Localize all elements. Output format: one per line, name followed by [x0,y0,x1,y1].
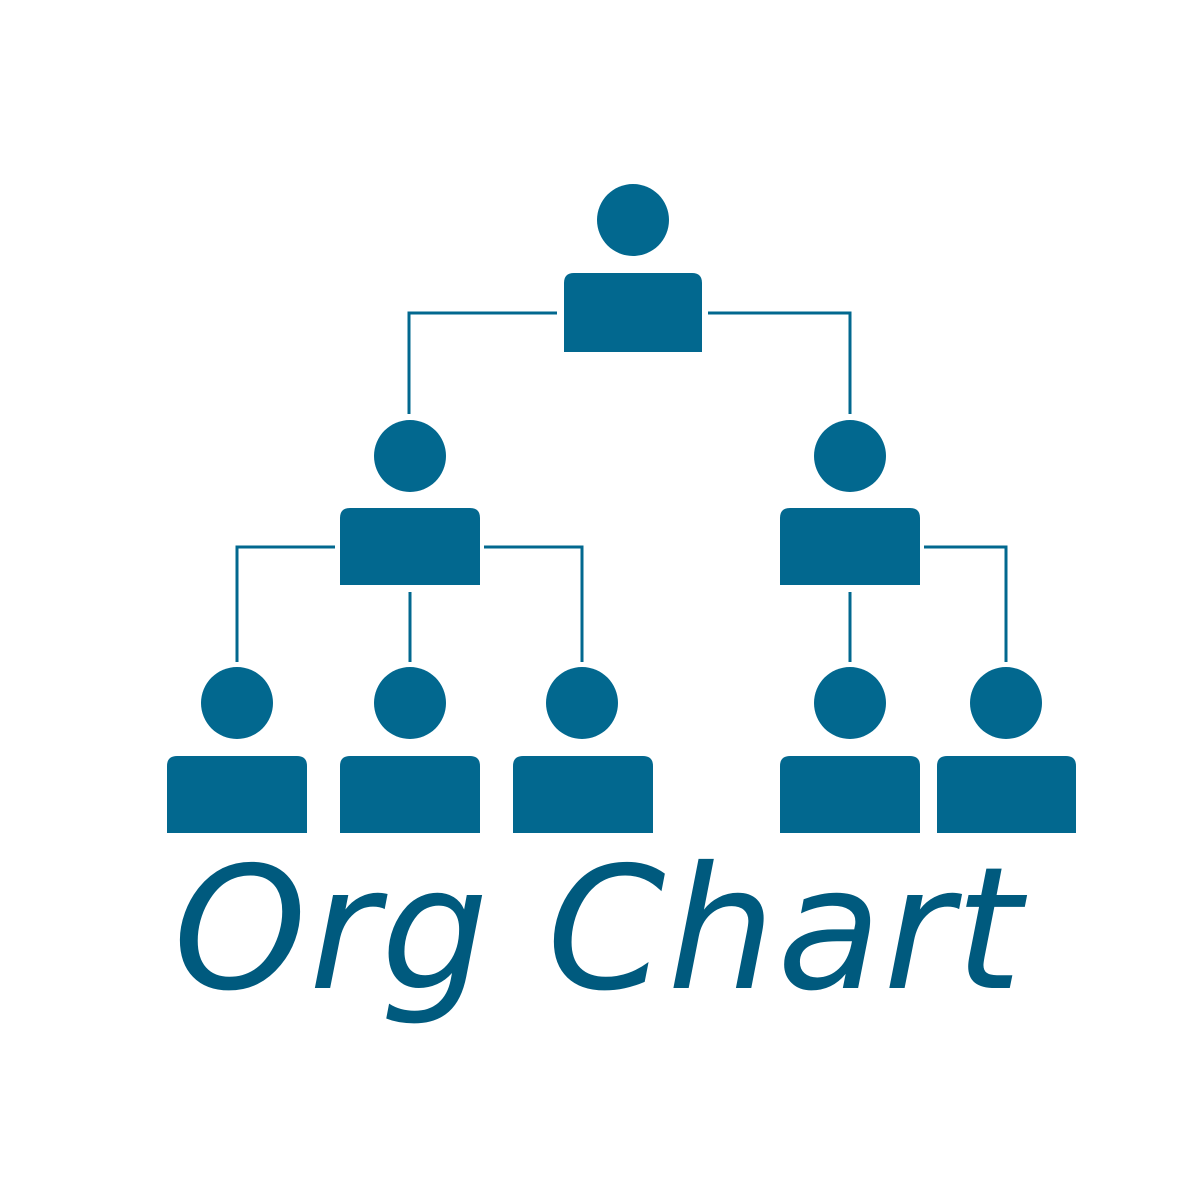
connector-root-left [407,311,557,414]
person-icon [513,667,653,833]
person-icon [340,667,480,833]
person-icon [780,667,920,833]
person-icon [167,667,307,833]
person-icon [564,184,702,352]
connectors [235,311,1008,662]
person-icon [937,667,1076,833]
connector-left-c [484,545,584,662]
person-icon [340,420,480,585]
connector-root-right [708,311,852,414]
connector-right-b [924,545,1008,662]
page-title: Org Chart [173,831,1024,1029]
connector-left-a [235,545,335,662]
person-icon [780,420,920,585]
